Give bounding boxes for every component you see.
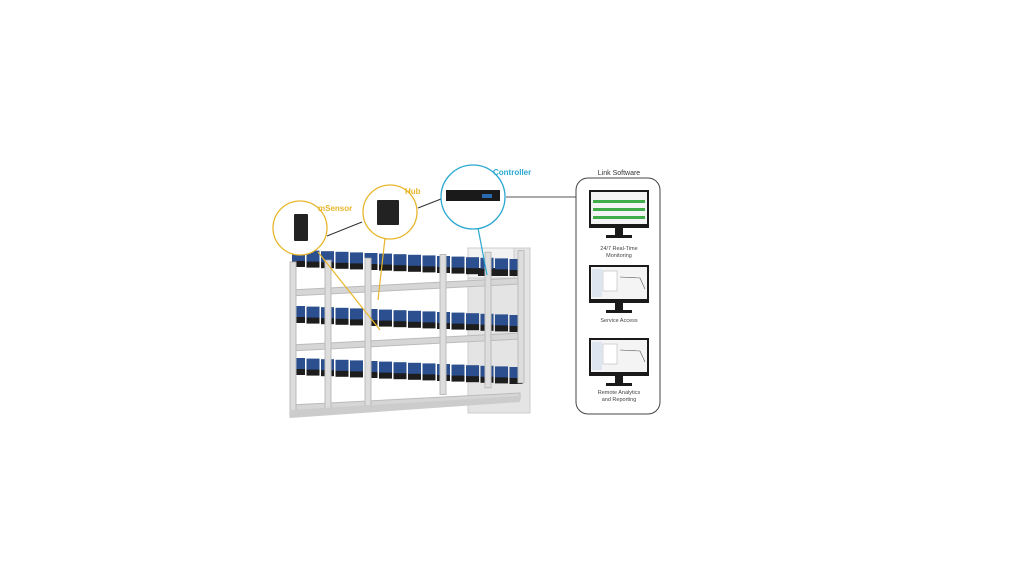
battery [379,309,392,322]
battery [393,254,407,267]
battery [350,252,363,265]
controller-callout [440,164,506,230]
battery [466,257,479,270]
battery [379,253,392,266]
hub-label: Hub [405,187,421,196]
battery [335,251,349,264]
battery [335,359,349,372]
battery [306,358,320,371]
battery [451,256,465,269]
battery [408,310,421,323]
battery [408,254,421,267]
controller-label: Controller [493,168,532,177]
monitor-icon [589,190,649,238]
monitor-icon [589,265,649,313]
rack-post [517,250,525,384]
battery [335,307,349,320]
battery [495,314,508,327]
battery [350,308,363,321]
battery [422,255,436,268]
msensor-label: mSensor [318,204,353,213]
caption-service: Service Access [600,318,638,324]
battery [422,311,436,324]
battery [306,306,320,319]
battery [466,313,479,326]
battery [466,365,479,378]
monitor-icon [589,338,649,386]
battery [350,360,363,373]
battery-rack [289,250,525,418]
battery [408,362,421,375]
battery [422,363,436,376]
rack-post [484,251,492,389]
rack-post [324,259,332,413]
msensor-callout [272,200,328,256]
rack-post [439,254,447,395]
software-title: Link Software [597,170,641,177]
hub-device-icon [377,200,399,225]
battery [451,364,465,377]
battery [495,366,508,379]
hub-callout [362,184,418,240]
controller-device-icon [446,190,500,201]
rack-post [364,257,372,407]
battery [393,362,407,375]
msensor-device-icon [294,214,308,241]
battery [379,361,392,374]
rack-post [289,261,297,418]
battery [495,258,508,271]
battery [451,312,465,325]
battery [393,310,407,323]
